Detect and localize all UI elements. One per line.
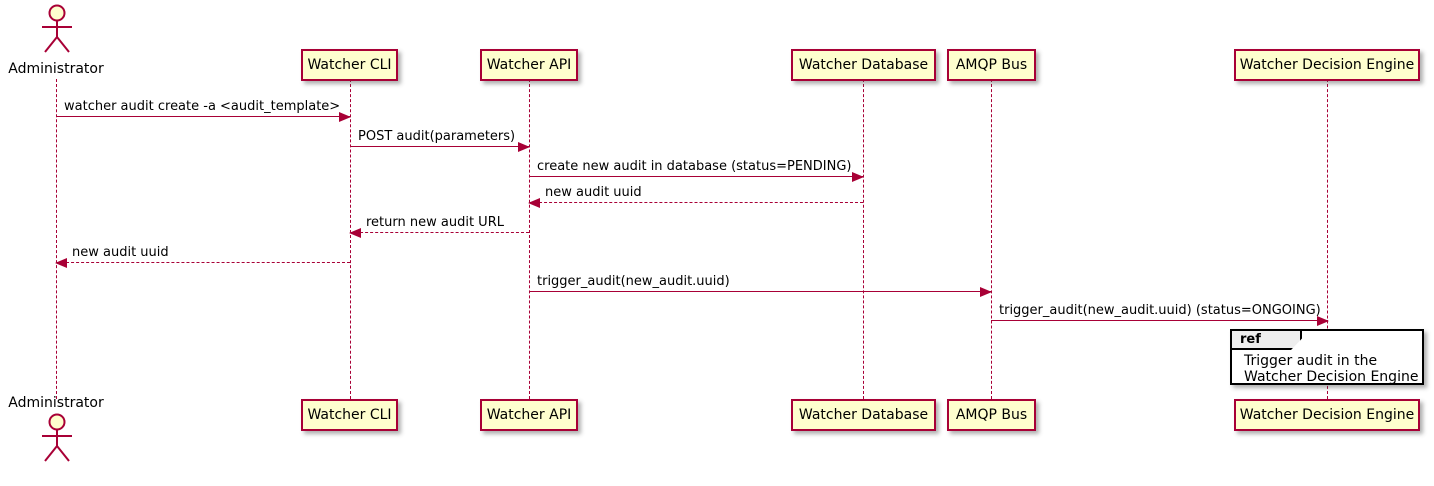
arrow-line bbox=[350, 232, 529, 233]
arrowhead-icon bbox=[980, 287, 992, 297]
participant-bottom-watcher-decision-engine: Watcher Decision Engine bbox=[1234, 399, 1420, 431]
ref-body: Trigger audit in the Watcher Decision En… bbox=[1232, 353, 1422, 385]
message-trigger-audit-ongoing: trigger_audit(new_audit.uuid) (status=ON… bbox=[991, 300, 1329, 326]
arrow-line bbox=[529, 291, 991, 292]
actor-icon bbox=[39, 4, 75, 62]
arrowhead-icon bbox=[349, 228, 361, 238]
message-label: trigger_audit(new_audit.uuid) (status=ON… bbox=[999, 303, 1321, 318]
arrow-line bbox=[529, 176, 863, 177]
message-label: watcher audit create -a <audit_template> bbox=[64, 99, 341, 114]
message-label: POST audit(parameters) bbox=[358, 129, 516, 144]
participant-bottom-watcher-cli: Watcher CLI bbox=[301, 399, 398, 431]
message-label: return new audit URL bbox=[366, 215, 504, 230]
arrowhead-icon bbox=[1317, 316, 1329, 326]
lifeline-amqp-bus bbox=[991, 79, 992, 399]
message-post-audit: POST audit(parameters) bbox=[350, 126, 530, 152]
ref-fragment: ref Trigger audit in the Watcher Decisio… bbox=[1230, 329, 1424, 385]
message-new-audit-uuid-cli: new audit uuid bbox=[55, 242, 350, 268]
ref-text-line: Trigger audit in the bbox=[1244, 353, 1378, 369]
participant-bottom-watcher-api: Watcher API bbox=[480, 399, 578, 431]
arrowhead-icon bbox=[528, 198, 540, 208]
ref-keyword: ref bbox=[1230, 329, 1302, 350]
message-new-audit-uuid-db: new audit uuid bbox=[528, 182, 863, 208]
arrow-line bbox=[991, 320, 1328, 321]
lifeline-administrator bbox=[56, 79, 57, 399]
participant-top-watcher-database: Watcher Database bbox=[791, 49, 936, 81]
lifeline-watcher-decision-engine bbox=[1327, 79, 1328, 399]
message-label: new audit uuid bbox=[72, 245, 169, 260]
ref-text-line: Watcher Decision Engine bbox=[1244, 369, 1419, 385]
lifeline-watcher-api bbox=[529, 79, 530, 399]
arrowhead-icon bbox=[518, 142, 530, 152]
arrow-line bbox=[56, 262, 350, 263]
message-label: trigger_audit(new_audit.uuid) bbox=[537, 274, 730, 289]
arrow-line bbox=[350, 146, 529, 147]
actor-label-bottom: Administrator bbox=[8, 395, 104, 411]
arrowhead-icon bbox=[852, 172, 864, 182]
actor-icon bbox=[39, 413, 75, 471]
lifeline-watcher-database bbox=[863, 79, 864, 399]
arrow-line bbox=[56, 116, 350, 117]
lifeline-watcher-cli bbox=[350, 79, 351, 399]
message-create-audit-db: create new audit in database (status=PEN… bbox=[529, 156, 864, 182]
arrowhead-icon bbox=[55, 258, 67, 268]
message-trigger-audit: trigger_audit(new_audit.uuid) bbox=[529, 271, 992, 297]
arrowhead-icon bbox=[339, 112, 351, 122]
participant-top-watcher-decision-engine: Watcher Decision Engine bbox=[1234, 49, 1420, 81]
message-audit-create: watcher audit create -a <audit_template> bbox=[56, 96, 351, 122]
actor-label-top: Administrator bbox=[8, 61, 104, 77]
participant-top-watcher-api: Watcher API bbox=[480, 49, 578, 81]
message-return-audit-url: return new audit URL bbox=[349, 212, 529, 238]
message-label: new audit uuid bbox=[545, 185, 642, 200]
participant-top-amqp-bus: AMQP Bus bbox=[947, 49, 1036, 81]
participant-bottom-amqp-bus: AMQP Bus bbox=[947, 399, 1036, 431]
participant-top-watcher-cli: Watcher CLI bbox=[301, 49, 398, 81]
message-label: create new audit in database (status=PEN… bbox=[537, 159, 852, 174]
participant-bottom-watcher-database: Watcher Database bbox=[791, 399, 936, 431]
arrow-line bbox=[529, 202, 863, 203]
